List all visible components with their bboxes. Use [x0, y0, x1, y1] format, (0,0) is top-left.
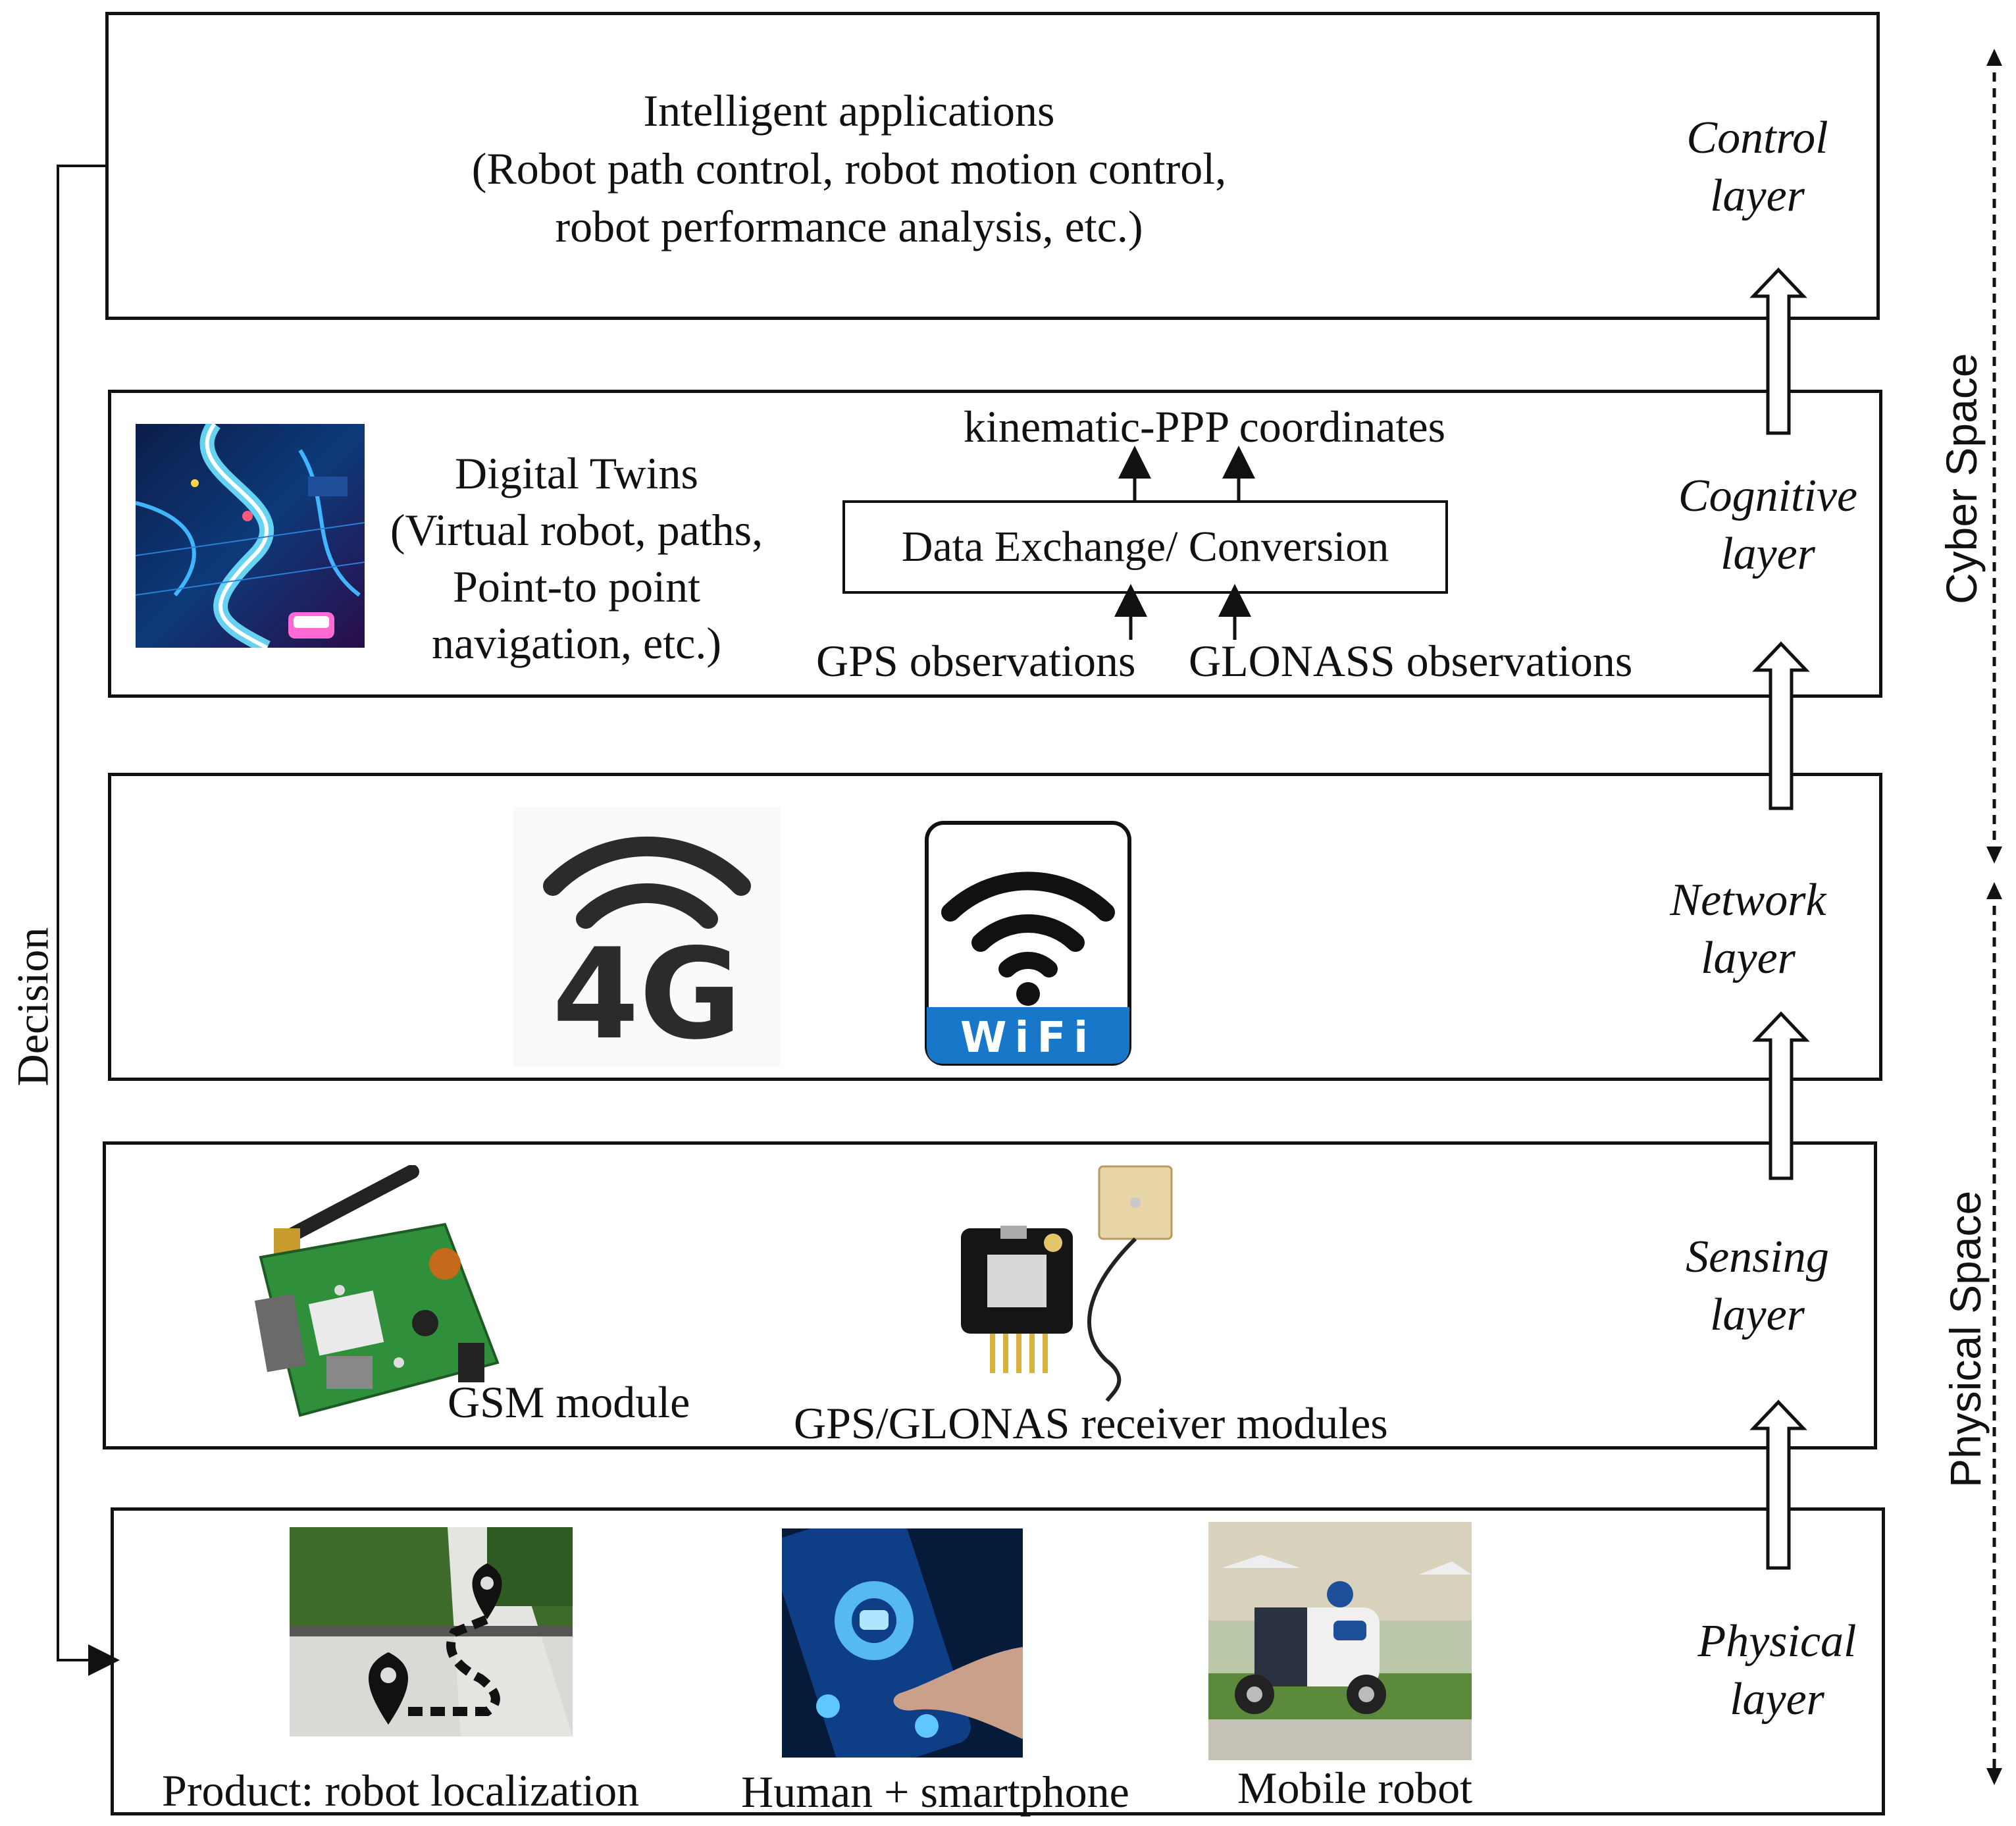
network-layer-label: Network layer [1636, 872, 1860, 987]
digital-twins-line-4: navigation, etc.) [432, 618, 721, 668]
digital-twins-line-2: (Virtual robot, paths, [390, 505, 763, 555]
sensing-label-line-1: Sensing [1686, 1232, 1829, 1282]
digital-twins-text: Digital Twins (Virtual robot, paths, Poi… [366, 445, 787, 671]
product-robot-localization-label: Product: robot localization [162, 1765, 640, 1815]
gps-observations-label: GPS observations [816, 636, 1136, 686]
physical-label-line-2: layer [1730, 1674, 1824, 1725]
4g-text: 4G [552, 922, 742, 1066]
sensing-layer-label: Sensing layer [1645, 1228, 1869, 1344]
physical-space-label: Physical Space [1941, 1190, 1990, 1488]
network-label-line-1: Network [1670, 875, 1826, 926]
physical-label-line-1: Physical [1697, 1616, 1857, 1667]
cognitive-label-line-1: Cognitive [1678, 471, 1858, 521]
gsm-module-image [247, 1165, 504, 1422]
gps-receiver-image [961, 1162, 1185, 1406]
data-exchange-label: Data Exchange/ Conversion [901, 523, 1389, 571]
digital-twins-line-3: Point-to point [453, 561, 700, 612]
control-line-2: (Robot path control, robot motion contro… [471, 143, 1227, 194]
control-layer-description: Intelligent applications (Robot path con… [369, 82, 1330, 255]
gps-receiver-label: GPS/GLONAS receiver modules [794, 1398, 1388, 1448]
physical-layer-label: Physical layer [1665, 1613, 1889, 1729]
control-line-3: robot performance analysis, etc.) [555, 201, 1143, 251]
decision-feedback-line [57, 165, 120, 1676]
mobile-robot-image [1208, 1522, 1472, 1760]
hollow-arrow-cognitive-to-control [1749, 267, 1807, 435]
human-smartphone-image [782, 1528, 1023, 1758]
cyber-space-label: Cyber Space [1937, 353, 1986, 604]
cognitive-label-line-2: layer [1720, 529, 1815, 579]
network-label-line-2: layer [1701, 933, 1796, 983]
digital-twins-title: Digital Twins [455, 448, 698, 498]
hollow-arrow-sensing-to-network [1752, 1011, 1810, 1180]
control-layer-label: Control layer [1645, 109, 1869, 225]
glonass-observations-label: GLONASS observations [1189, 636, 1633, 686]
control-label-line-2: layer [1710, 170, 1805, 221]
human-smartphone-label: Human + smartphone [741, 1767, 1129, 1817]
wifi-text: WiFi [960, 1014, 1096, 1062]
control-label-line-1: Control [1686, 113, 1828, 163]
kinematic-ppp-label: kinematic-PPP coordinates [963, 402, 1446, 452]
hollow-arrow-physical-to-sensing [1749, 1399, 1807, 1570]
sensing-label-line-2: layer [1710, 1290, 1805, 1340]
control-layer-box [105, 12, 1880, 320]
control-line-1: Intelligent applications [643, 86, 1055, 136]
hollow-arrow-network-to-cognitive [1752, 641, 1810, 810]
decision-label: Decision [7, 927, 58, 1087]
gsm-module-label: GSM module [448, 1377, 690, 1427]
wifi-icon: WiFi [924, 820, 1132, 1066]
mobile-robot-label: Mobile robot [1237, 1763, 1472, 1813]
robot-localization-image [290, 1527, 573, 1736]
cognitive-layer-label: Cognitive layer [1656, 467, 1880, 583]
digital-twin-image [136, 424, 365, 648]
4g-icon: 4G [513, 807, 781, 1066]
cognitive-layer-box [108, 390, 1882, 698]
